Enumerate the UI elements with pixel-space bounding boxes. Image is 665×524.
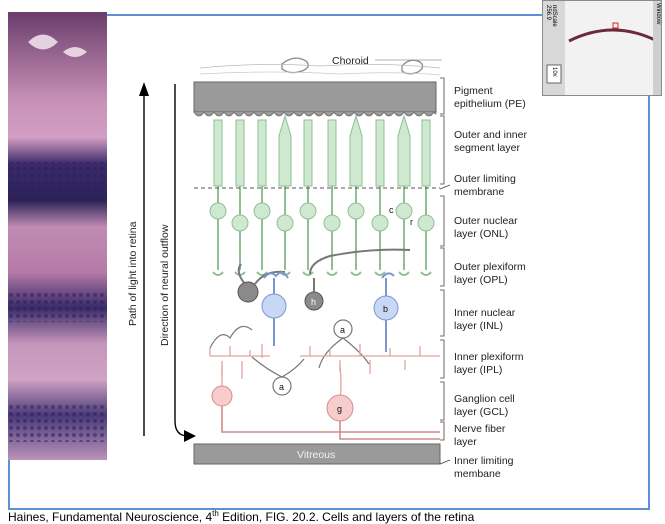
amacrine-cells — [209, 319, 370, 396]
layer-label-9-line1: Inner limiting — [454, 455, 514, 467]
caption-suffix: Edition, FIG. 20.2. Cells and layers of … — [218, 510, 475, 524]
cell-label-h: h — [311, 297, 316, 307]
neural-outflow-label: Direction of neural outflow — [159, 224, 171, 346]
layer-label-5-line2: layer (INL) — [454, 320, 503, 332]
choroid-vessels — [199, 57, 441, 76]
layer-label-4-line1: Outer plexiform — [454, 261, 526, 273]
layer-label-1-line2: segment layer — [454, 142, 520, 154]
vitreous-bar — [193, 443, 441, 465]
layer-label-3-line2: layer (ONL) — [454, 228, 508, 240]
layer-label-2-line2: membrane — [454, 186, 504, 198]
caption-prefix: Haines, Fundamental Neuroscience, 4 — [8, 510, 213, 524]
layer-label-6-line1: Inner plexiform — [454, 351, 524, 363]
choroid-label: Choroid — [332, 55, 369, 67]
caption-superscript: th — [212, 509, 219, 518]
layer-label-1-line1: Outer and inner — [454, 129, 527, 141]
layer-label-0-line2: epithelium (PE) — [454, 98, 526, 110]
path-of-light-label: Path of light into retina — [127, 221, 139, 326]
ganglion-cells — [211, 385, 440, 440]
cell-label-r: r — [410, 217, 413, 227]
path-of-light-arrow — [139, 82, 149, 436]
cell-label-c: c — [389, 205, 394, 215]
layer-label-5-line1: Inner nuclear — [454, 307, 516, 319]
layer-label-4-line2: layer (OPL) — [454, 274, 508, 286]
layer-label-8-line1: Nerve fiber — [454, 423, 506, 435]
photoreceptors: cr — [209, 114, 435, 276]
layer-label-7-line2: layer (GCL) — [454, 406, 508, 418]
layer-label-0-line1: Pigment — [454, 85, 493, 97]
cell-label-g: g — [337, 404, 342, 414]
bipolar-cells — [261, 271, 399, 352]
neural-outflow-arrow — [174, 84, 196, 442]
retina-diagram: Choroid cr h — [127, 55, 527, 480]
cell-label-a-lower: a — [279, 382, 284, 392]
inset-zoom-value[interactable]: 10x — [551, 67, 557, 77]
horizontal-cell — [237, 248, 411, 311]
cell-label-a-upper: a — [340, 325, 345, 335]
layer-label-7-line1: Ganglion cell — [454, 393, 515, 405]
histology-image — [8, 12, 107, 460]
layer-label-3-line1: Outer nuclear — [454, 215, 518, 227]
inset-window-label: Window — [655, 3, 661, 25]
inset-scale-label: ndScale — [551, 5, 557, 27]
inset-window: ndScale 256.9 10x Window — [542, 0, 662, 96]
layer-label-6-line2: layer (IPL) — [454, 364, 502, 376]
layer-label-9-line2: membane — [454, 468, 501, 480]
inset-scale-value: 256.9 — [545, 5, 551, 21]
figure-caption: Haines, Fundamental Neuroscience, 4th Ed… — [8, 509, 474, 524]
pigment-epithelium — [193, 81, 437, 117]
cell-label-b: b — [383, 304, 388, 314]
layer-label-2-line1: Outer limiting — [454, 173, 516, 185]
ipl-dendrites — [209, 344, 440, 402]
layer-label-8-line2: layer — [454, 436, 477, 448]
vitreous-label: Vitreous — [297, 449, 335, 461]
